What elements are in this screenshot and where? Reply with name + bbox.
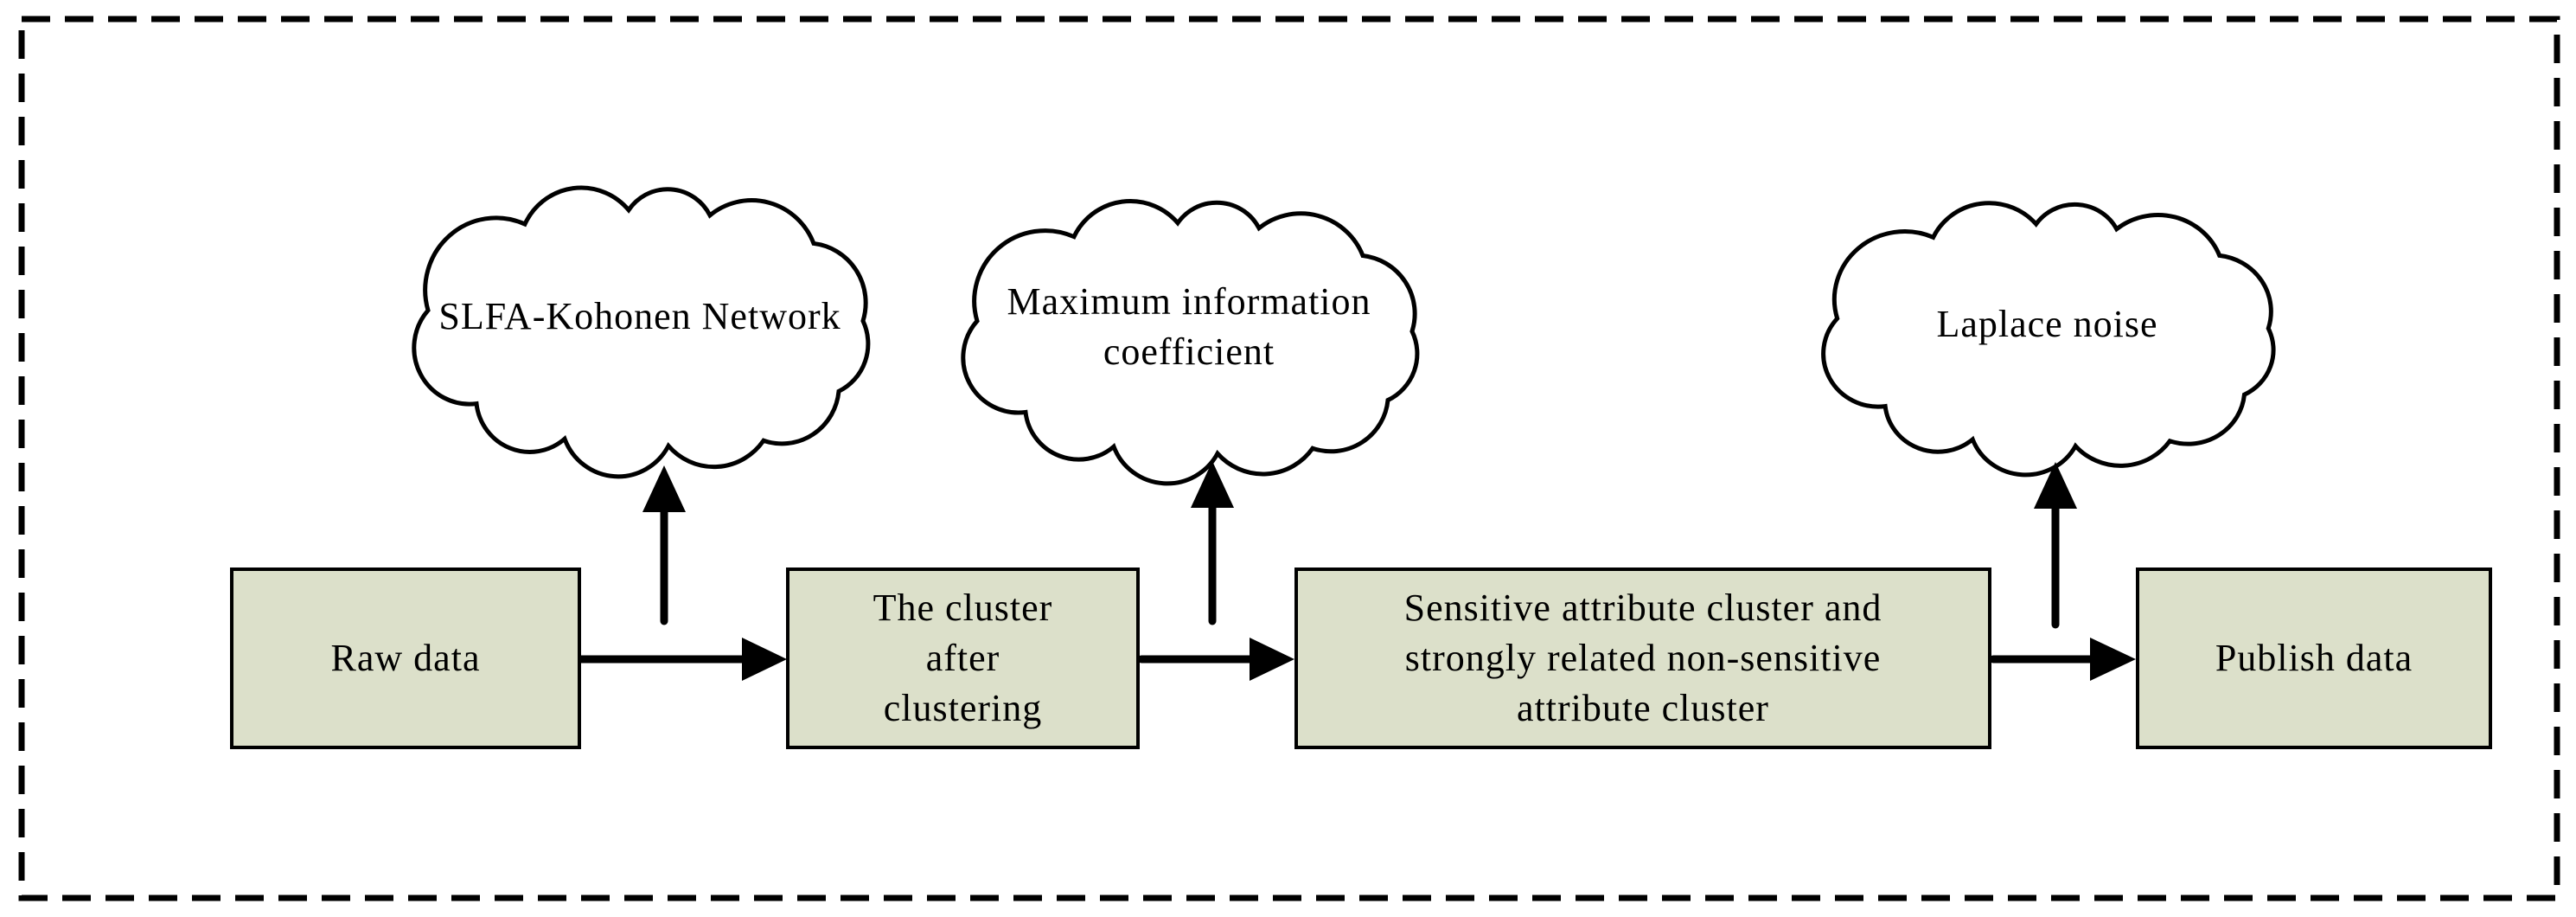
box-label-line: after: [925, 637, 1000, 679]
arrow-head: [742, 638, 787, 681]
cloud-shape-slfa-kohonen: [414, 188, 868, 477]
box-label-line: attribute cluster: [1517, 687, 1769, 729]
arrow-head: [1250, 638, 1294, 681]
cloud-outline: [1824, 203, 2273, 475]
arrow-head: [1191, 461, 1234, 508]
arrow-head: [2034, 462, 2077, 509]
cloud-outline: [963, 202, 1417, 484]
box-label-line: clustering: [883, 687, 1043, 729]
cloud-shape-laplace-noise: [1824, 203, 2273, 475]
dashed-border: [18, 16, 2560, 901]
box-label-line: The cluster: [873, 587, 1053, 629]
arrow-raw-to-cluster: [577, 638, 787, 681]
arrow-head: [642, 465, 686, 512]
arrow-sensitive-to-publish: [1989, 638, 2136, 681]
box-label-line: Sensitive attribute cluster and: [1403, 587, 1882, 629]
cloud-outline: [414, 188, 868, 477]
cloud-shape-maximum-information: [963, 202, 1417, 484]
box-sensitive-attribute-cluster: Sensitive attribute cluster and strongly…: [1294, 568, 1991, 749]
arrow-cluster-to-sensitive: [1137, 638, 1294, 681]
arrow-up-laplace-noise: [2034, 462, 2077, 629]
box-label-line: Publish data: [2215, 637, 2413, 679]
box-label-line: strongly related non-sensitive: [1404, 637, 1882, 679]
box-label-line: Raw data: [330, 637, 481, 679]
arrow-head: [2090, 638, 2136, 681]
box-publish-data: Publish data: [2136, 568, 2492, 749]
arrow-up-maximum-information: [1191, 461, 1234, 625]
box-raw-data: Raw data: [230, 568, 581, 749]
box-cluster-after-clustering: The cluster after clustering: [786, 568, 1140, 749]
arrow-up-slfa-kohonen: [642, 465, 686, 625]
